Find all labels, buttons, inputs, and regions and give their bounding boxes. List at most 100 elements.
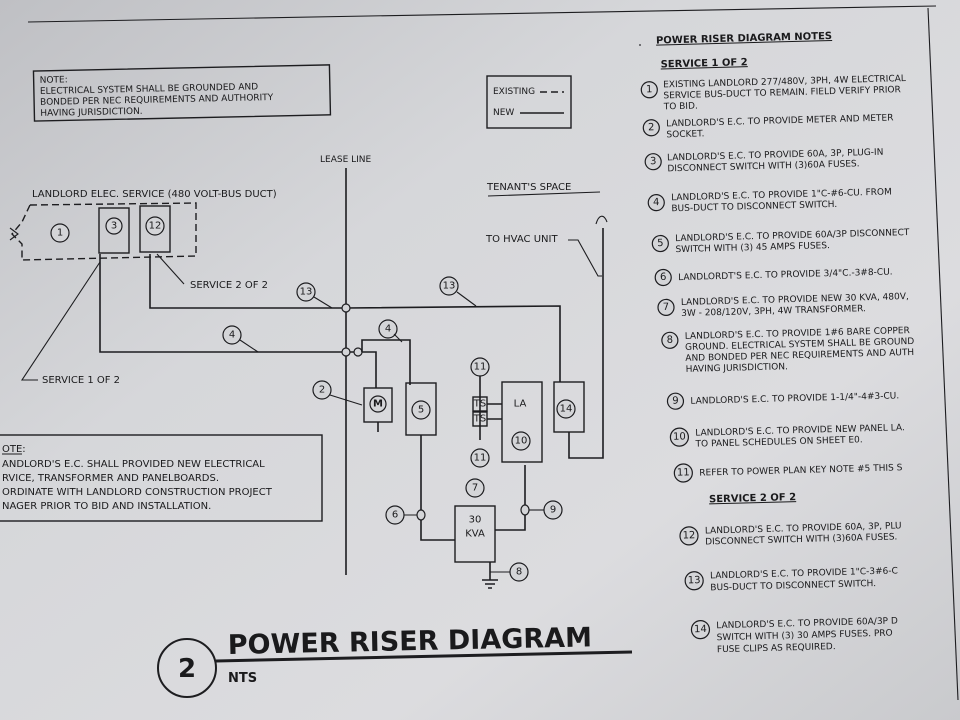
svg-text:SWITCH WITH (3) 45 AMPS FUSES.: SWITCH WITH (3) 45 AMPS FUSES.	[675, 241, 830, 255]
svg-text:TO PANEL SCHEDULES ON SHEET E0: TO PANEL SCHEDULES ON SHEET E0.	[694, 435, 862, 449]
svg-text:7: 7	[663, 302, 670, 313]
tag-10	[511, 431, 531, 451]
bottom-note-line: ANDLORD'S E.C. SHALL PROVIDED NEW ELECTR…	[2, 459, 265, 470]
svg-text:LANDLORD'S E.C. TO PROVIDE 60A: LANDLORD'S E.C. TO PROVIDE 60A/3P D	[716, 616, 898, 631]
landlord-service-label: LANDLORD ELEC. SERVICE (480 VOLT-BUS DUC…	[32, 189, 277, 200]
note-item: 13 LANDLORD'S E.C. TO PROVIDE 1"C-3#6-C …	[684, 566, 898, 593]
svg-text:TS: TS	[473, 414, 486, 425]
note-item: 10 LANDLORD'S E.C. TO PROVIDE NEW PANEL …	[669, 423, 905, 450]
ground-note-line: ELECTRICAL SYSTEM SHALL BE GROUNDED AND	[40, 82, 258, 97]
svg-text:2: 2	[319, 385, 325, 396]
svg-text:11: 11	[474, 453, 487, 464]
svg-text:10: 10	[673, 431, 686, 442]
ground-note: NOTE: ELECTRICAL SYSTEM SHALL BE GROUNDE…	[32, 64, 332, 122]
meter-label: M	[373, 399, 383, 410]
disconnect-12	[139, 205, 171, 253]
to-hvac-label: TO HVAC UNIT	[485, 234, 558, 245]
legend-existing-label: EXISTING	[493, 87, 535, 97]
service-2-label: SERVICE 2 OF 2	[190, 280, 268, 291]
tag-3	[105, 217, 123, 235]
tag-4	[378, 319, 398, 339]
tag-8	[509, 562, 529, 582]
svg-text:HAVING JURISDICTION.: HAVING JURISDICTION.	[686, 362, 789, 375]
svg-text:SWITCH WITH (3) 30 AMPS FUSES.: SWITCH WITH (3) 30 AMPS FUSES. PRO	[717, 629, 893, 644]
svg-text:BUS-DUCT TO DISCONNECT SWITCH.: BUS-DUCT TO DISCONNECT SWITCH.	[671, 200, 837, 214]
svg-text:LANDLORD'S E.C. TO PROVIDE 1"C: LANDLORD'S E.C. TO PROVIDE 1"C-3#6-C	[710, 566, 898, 581]
svg-text:14: 14	[560, 404, 573, 415]
bus-duct	[21, 202, 197, 261]
drawing-title: POWER RISER DIAGRAM	[227, 622, 592, 661]
svg-text:12: 12	[149, 221, 162, 232]
feeder-9	[495, 465, 526, 531]
svg-text:1: 1	[57, 228, 63, 239]
svg-text:13: 13	[443, 281, 456, 292]
svg-text:9: 9	[672, 396, 679, 407]
transformer-label: 30	[469, 515, 482, 526]
notes-section-2: SERVICE 2 OF 2	[709, 492, 796, 505]
tag-9	[543, 500, 563, 520]
svg-text:BUS-DUCT TO DISCONNECT SWITCH.: BUS-DUCT TO DISCONNECT SWITCH.	[710, 579, 876, 593]
ground-symbol	[482, 579, 498, 589]
note-item: 4 LANDLORD'S E.C. TO PROVIDE 1"C-#6-CU. …	[647, 187, 892, 214]
svg-text:7: 7	[472, 483, 478, 494]
transformer-30kva	[454, 505, 496, 563]
tag-2	[312, 380, 332, 400]
legend-new-label: NEW	[493, 108, 514, 118]
ground-note-line: BONDED PER NEC REQUIREMENTS AND AUTHORIT…	[40, 93, 274, 108]
bottom-note-line: RVICE, TRANSFORMER AND PANELBOARDS.	[2, 473, 219, 484]
tag-11	[470, 448, 490, 468]
note-item: 7 LANDLORD'S E.C. TO PROVIDE NEW 30 KVA,…	[657, 292, 909, 319]
tag-13	[439, 276, 459, 296]
bottom-note-heading: OTE:	[2, 444, 26, 455]
svg-text:13: 13	[688, 575, 701, 586]
tag-13	[296, 282, 316, 302]
svg-text:3: 3	[650, 156, 657, 167]
svg-text:TS: TS	[473, 399, 486, 410]
lease-line-label: LEASE LINE	[320, 155, 372, 165]
tag-14	[556, 399, 576, 419]
notes-title: POWER RISER DIAGRAM NOTES	[656, 31, 832, 47]
tag-1	[50, 223, 70, 243]
svg-text:2: 2	[648, 122, 655, 133]
svg-text:FUSE CLIPS AS REQUIRED.: FUSE CLIPS AS REQUIRED.	[717, 642, 836, 655]
tenants-space-label: TENANT'S SPACE	[486, 182, 571, 193]
panel-la	[501, 381, 543, 463]
tag-12	[145, 216, 165, 236]
svg-text:5: 5	[418, 405, 424, 416]
svg-text:11: 11	[474, 362, 487, 373]
svg-text:SOCKET.: SOCKET.	[666, 129, 704, 140]
drawing-number: 2	[178, 654, 196, 684]
bottom-note-line: ORDINATE WITH LANDLORD CONSTRUCTION PROJ…	[2, 487, 273, 498]
svg-text:14: 14	[694, 624, 707, 635]
riser-diagram: LEASE LINE TENANT'S SPACE LANDLORD ELEC.…	[9, 155, 608, 589]
bottom-note-line: NAGER PRIOR TO BID AND INSTALLATION.	[2, 501, 211, 512]
tag-5	[411, 400, 431, 420]
svg-text:8: 8	[667, 335, 674, 346]
svg-text:12: 12	[682, 530, 695, 541]
svg-text:6: 6	[392, 510, 398, 521]
title-block: 2 POWER RISER DIAGRAM NTS	[157, 622, 633, 698]
svg-text:13: 13	[300, 287, 313, 298]
svg-text:4: 4	[229, 330, 235, 341]
svg-text:3: 3	[111, 221, 117, 232]
svg-text:10: 10	[515, 436, 528, 447]
svg-text:6: 6	[660, 272, 667, 283]
service-1-label: SERVICE 1 OF 2	[42, 375, 120, 386]
note-item: 14 LANDLORD'S E.C. TO PROVIDE 60A/3P D S…	[690, 616, 898, 655]
tag-7	[465, 478, 485, 498]
panel-la-label: LA	[514, 399, 527, 410]
feeder-6	[420, 435, 455, 541]
line-legend: EXISTING NEW	[486, 75, 572, 129]
disconnect-3	[98, 207, 130, 254]
svg-text:TO BID.: TO BID.	[663, 102, 698, 113]
tag-4	[222, 325, 242, 345]
svg-text:8: 8	[516, 567, 522, 578]
drawing-scale: NTS	[228, 671, 257, 686]
svg-text:4: 4	[653, 197, 660, 208]
transformer-label: KVA	[465, 529, 485, 540]
svg-text:4: 4	[385, 324, 391, 335]
ground-note-heading: NOTE:	[40, 75, 68, 86]
svg-text:9: 9	[550, 505, 556, 516]
bottom-note: OTE: ANDLORD'S E.C. SHALL PROVIDED NEW E…	[0, 434, 323, 522]
